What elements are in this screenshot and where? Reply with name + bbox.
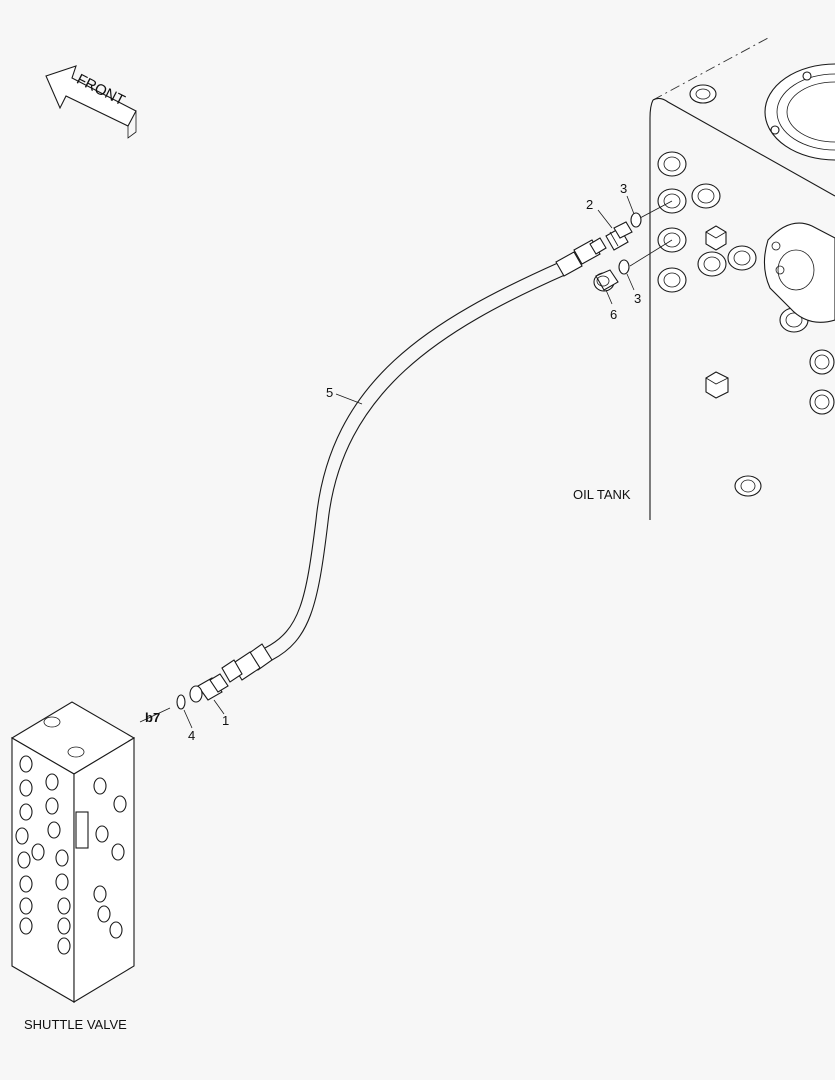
- callout-3-lower: 3: [634, 291, 641, 306]
- oil-tank: OIL TANK: [573, 37, 835, 520]
- callout-6: 6: [610, 307, 617, 322]
- shuttle-valve-label: SHUTTLE VALVE: [24, 1017, 127, 1032]
- adapter-part-2: [605, 221, 633, 251]
- o-ring-part-4: [176, 694, 186, 710]
- callout-3-upper: 3: [620, 181, 627, 196]
- tank-side-fittings: [593, 200, 673, 292]
- callout-2: 2: [586, 197, 593, 212]
- plug-part-6: [593, 269, 619, 292]
- front-arrow: FRONT: [45, 65, 137, 139]
- o-ring-part-3-lower: [618, 259, 630, 275]
- callouts: 2 3 3 6 5 1 4: [183, 181, 641, 743]
- callout-1: 1: [222, 713, 229, 728]
- hose-part-5: [221, 237, 607, 683]
- port-b7-label: b7: [145, 710, 160, 725]
- callout-4: 4: [188, 728, 195, 743]
- shuttle-valve: SHUTTLE VALVE: [10, 701, 136, 1032]
- o-ring-part-3-upper: [630, 212, 642, 228]
- callout-5: 5: [326, 385, 333, 400]
- valve-side-fittings: b7: [139, 673, 229, 725]
- tank-ports: [657, 151, 835, 497]
- shuttle-valve-ports: [15, 755, 127, 955]
- adapter-part-1: [189, 673, 229, 703]
- oil-tank-label: OIL TANK: [573, 487, 631, 502]
